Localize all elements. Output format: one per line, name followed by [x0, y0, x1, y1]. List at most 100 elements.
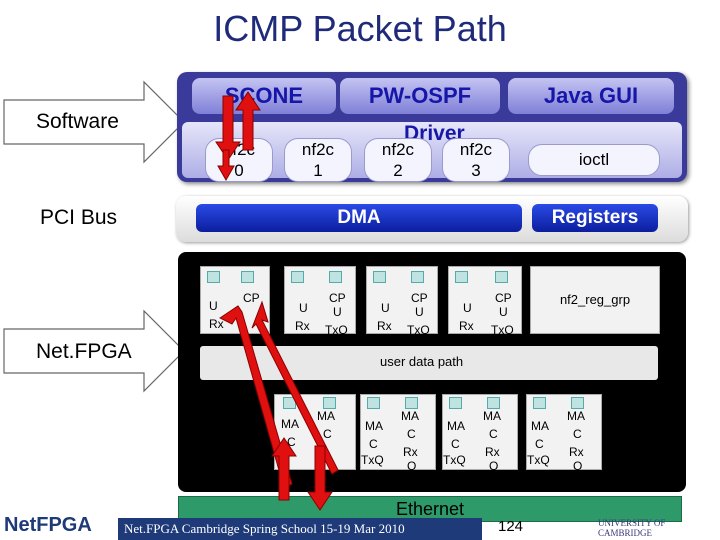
mac-queue-group-1: MA C TxQ MA C Rx Q — [360, 394, 436, 473]
mac-tx-label-3: TxQ — [443, 453, 466, 467]
netfpga-arrow-shape — [3, 309, 185, 393]
cpu-rx-label-bottom: Rx — [377, 319, 392, 333]
cpu-rx-label-top: U — [209, 299, 218, 313]
pwospf-box: PW-OSPF — [340, 78, 500, 114]
queue-icon — [455, 271, 468, 283]
mac-tx-label-1: MA — [365, 419, 383, 433]
mac-tx-label-3: TxQ — [361, 453, 384, 467]
footer-event-bar: Net.FPGA Cambridge Spring School 15-19 M… — [118, 518, 482, 540]
queue-icon — [207, 271, 220, 283]
queue-icon — [405, 397, 418, 409]
interface-nf2c2: nf2c 2 — [364, 138, 432, 182]
interface-nf2c3: nf2c 3 — [442, 138, 510, 182]
mac-rx-label-1: MA — [483, 409, 501, 423]
mac-rx-label-4: Q — [489, 459, 499, 473]
queue-icon — [487, 397, 500, 409]
interface-nf2c0: nf2c 0 — [205, 138, 273, 182]
queue-icon — [533, 397, 546, 409]
cpu-rx-label-bottom: Rx — [295, 319, 310, 333]
interface-number: 1 — [313, 161, 323, 180]
cpu-tx-label-mid: U — [333, 305, 342, 319]
interface-number: 2 — [393, 161, 403, 180]
interface-name: nf2c — [222, 140, 256, 159]
cpu-rx-label-top: U — [299, 301, 308, 315]
mac-rx-label-2: C — [323, 427, 332, 441]
cpu-rx-label-bottom: Rx — [459, 319, 474, 333]
registers-bar: Registers — [532, 204, 658, 232]
cpu-queue-group-1: U Rx CP U TxQ — [284, 266, 356, 337]
mac-rx-label-1: MA — [401, 409, 419, 423]
java-gui-box: Java GUI — [508, 78, 674, 114]
mac-rx-label-3: Rx — [569, 445, 584, 459]
queue-icon — [241, 271, 254, 283]
cpu-queue-group-3: U Rx CP U TxQ — [448, 266, 522, 337]
cpu-tx-label-top: CP — [495, 291, 512, 305]
cpu-tx-label-bottom: TxQ — [407, 323, 430, 337]
mac-queue-group-2: MA C TxQ MA C Rx Q — [442, 394, 518, 473]
interface-number: 0 — [234, 161, 244, 180]
mac-rx-label-2: C — [489, 427, 498, 441]
interface-number: 3 — [471, 161, 481, 180]
interface-name: nf2c — [381, 140, 415, 159]
cpu-tx-label-top: CP — [411, 291, 428, 305]
queue-icon — [291, 271, 304, 283]
queue-icon — [283, 397, 296, 409]
user-data-path-label: user data path — [380, 354, 464, 369]
mac-rx-label-3: Rx — [485, 445, 500, 459]
dma-bar: DMA — [196, 204, 522, 232]
queue-icon — [571, 397, 584, 409]
interface-nf2c1: nf2c 1 — [284, 138, 352, 182]
software-label: Software — [36, 110, 119, 133]
mac-tx-label-2: C — [369, 437, 378, 451]
cpu-tx-label-top: CP — [329, 291, 346, 305]
mac-tx-label-1: MA — [531, 419, 549, 433]
pci-bus-label: PCI Bus — [40, 206, 118, 229]
queue-icon — [367, 397, 380, 409]
cpu-queue-group-0: U Rx CP — [200, 266, 270, 334]
cpu-tx-label-bottom: TxQ — [325, 323, 348, 337]
nf2-reg-grp-box: nf2_reg_grp — [530, 266, 660, 334]
mac-rx-label-3: Rx — [403, 445, 418, 459]
mac-tx-label-1: MA — [447, 419, 465, 433]
cpu-tx-label-bottom: TxQ — [491, 323, 514, 337]
mac-tx-label-1: MA — [281, 417, 299, 431]
mac-rx-label-1: MA — [317, 409, 335, 423]
cpu-tx-label-mid: U — [499, 305, 508, 319]
netfpga-label: Net.FPGA — [36, 340, 132, 363]
mac-tx-label-2: C — [451, 437, 460, 451]
cpu-queue-group-2: U Rx CP U TxQ — [366, 266, 438, 337]
queue-icon — [449, 397, 462, 409]
page-number: 124 — [498, 518, 524, 535]
queue-icon — [373, 271, 386, 283]
page-title: ICMP Packet Path — [213, 8, 507, 49]
mac-tx-label-3: TxQ — [527, 453, 550, 467]
mac-rx-label-4: Q — [407, 459, 417, 473]
cpu-tx-label-mid: U — [415, 305, 424, 319]
cambridge-logo: UNIVERSITY OF CAMBRIDGE — [598, 518, 665, 538]
interface-name: nf2c — [301, 140, 335, 159]
interface-name: nf2c — [459, 140, 493, 159]
mac-rx-label-2: C — [573, 427, 582, 441]
cambridge-logo-line-2: CAMBRIDGE — [598, 528, 653, 538]
mac-tx-label-2: C — [287, 435, 296, 449]
queue-icon — [329, 271, 342, 283]
mac-rx-label-1: MA — [567, 409, 585, 423]
cpu-tx-label-top: CP — [243, 291, 260, 305]
mac-rx-label-2: C — [407, 427, 416, 441]
software-arrow-shape — [3, 80, 185, 164]
cpu-rx-label-bottom: Rx — [209, 317, 224, 331]
scone-box: SCONE — [192, 78, 336, 114]
mac-tx-label-2: C — [535, 437, 544, 451]
cpu-rx-label-top: U — [381, 301, 390, 315]
mac-rx-label-4: Q — [573, 459, 583, 473]
ioctl-box: ioctl — [528, 144, 660, 176]
cpu-rx-label-top: U — [463, 301, 472, 315]
queue-icon — [411, 271, 424, 283]
netfpga-logo: NetFPGA — [4, 514, 92, 536]
mac-queue-group-3: MA C TxQ MA C Rx Q — [526, 394, 602, 473]
queue-icon — [495, 271, 508, 283]
queue-icon — [323, 397, 336, 409]
mac-queue-group-0: MA C MA C — [274, 394, 356, 470]
cambridge-logo-line-1: UNIVERSITY OF — [598, 518, 666, 528]
